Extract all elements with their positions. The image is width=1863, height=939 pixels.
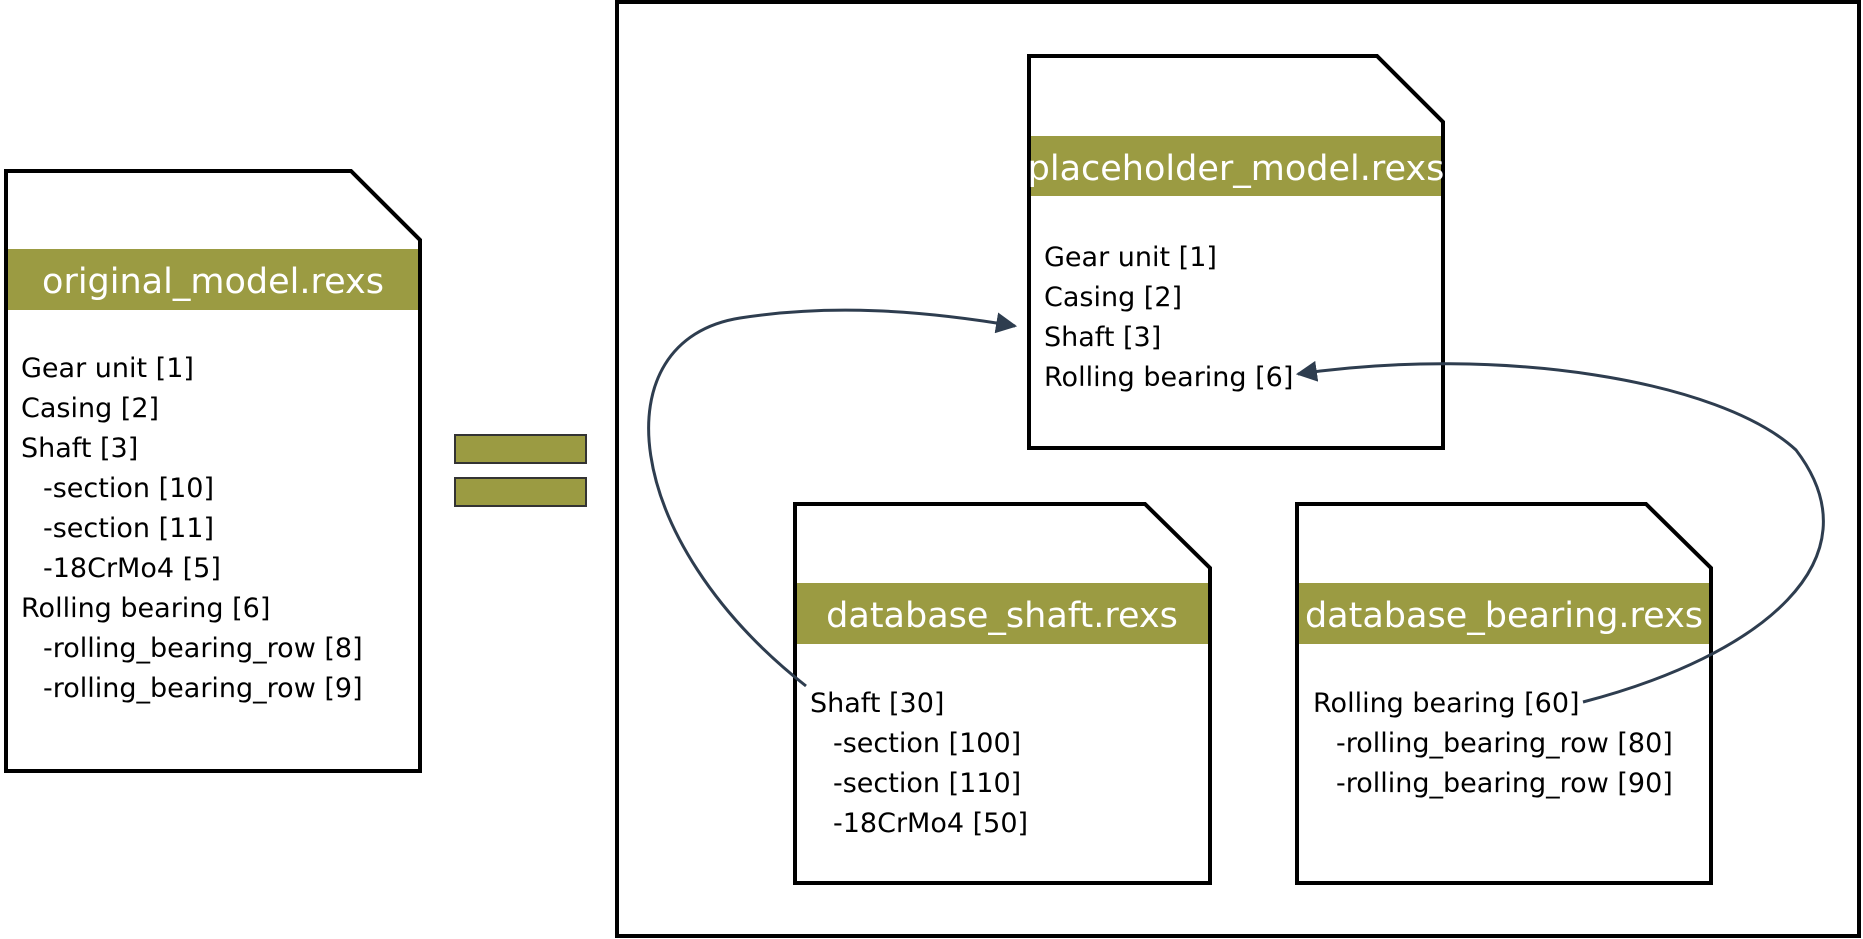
- original-model-title-band: [8, 249, 418, 310]
- original-model-title: original_model.rexs: [42, 262, 384, 302]
- placeholder-line-0: Gear unit [1]: [1044, 242, 1217, 273]
- placeholder-model-document: placeholder_model.rexs Gear unit [1] Cas…: [1027, 54, 1445, 450]
- bearing-reference-arrow: [1295, 360, 1825, 704]
- shaft-database-document: database_shaft.rexs Shaft [30] -section …: [793, 502, 1212, 885]
- original-line-4: -section [11]: [43, 513, 214, 544]
- bearing-db-line-0: Rolling bearing [60]: [1313, 688, 1580, 719]
- bearing-db-line-1: -rolling_bearing_row [80]: [1336, 728, 1673, 759]
- shaft-db-line-3: -18CrMo4 [50]: [833, 808, 1028, 839]
- bearing-db-line-2: -rolling_bearing_row [90]: [1336, 768, 1673, 799]
- original-line-8: -rolling_bearing_row [9]: [43, 673, 363, 704]
- original-line-6: Rolling bearing [6]: [21, 593, 270, 624]
- placeholder-line-1: Casing [2]: [1044, 282, 1182, 313]
- placeholder-line-3: Rolling bearing [6]: [1044, 362, 1293, 393]
- placeholder-model-title: placeholder_model.rexs: [1028, 149, 1445, 189]
- original-line-2: Shaft [3]: [21, 433, 138, 464]
- equals-bar-bottom: [454, 477, 587, 507]
- shaft-db-line-1: -section [100]: [833, 728, 1021, 759]
- bearing-database-document: database_bearing.rexs Rolling bearing [6…: [1295, 502, 1713, 885]
- placeholder-line-2: Shaft [3]: [1044, 322, 1161, 353]
- original-line-1: Casing [2]: [21, 393, 159, 424]
- shaft-reference-arrow: [647, 308, 1018, 688]
- original-line-7: -rolling_bearing_row [8]: [43, 633, 363, 664]
- original-model-outline: [4, 169, 422, 773]
- original-line-5: -18CrMo4 [5]: [43, 553, 221, 584]
- shaft-database-title: database_shaft.rexs: [826, 596, 1178, 636]
- original-model-document: original_model.rexs Gear unit [1] Casing…: [4, 169, 422, 773]
- bearing-database-title-band: [1299, 583, 1709, 644]
- equals-bar-top: [454, 434, 587, 464]
- shaft-db-line-0: Shaft [30]: [810, 688, 944, 719]
- original-line-0: Gear unit [1]: [21, 353, 194, 384]
- placeholder-model-title-band: [1031, 136, 1441, 196]
- equals-sign: [454, 434, 587, 507]
- bearing-database-title: database_bearing.rexs: [1305, 596, 1703, 636]
- shaft-db-line-2: -section [110]: [833, 768, 1021, 799]
- original-line-3: -section [10]: [43, 473, 214, 504]
- shaft-database-title-band: [797, 583, 1208, 644]
